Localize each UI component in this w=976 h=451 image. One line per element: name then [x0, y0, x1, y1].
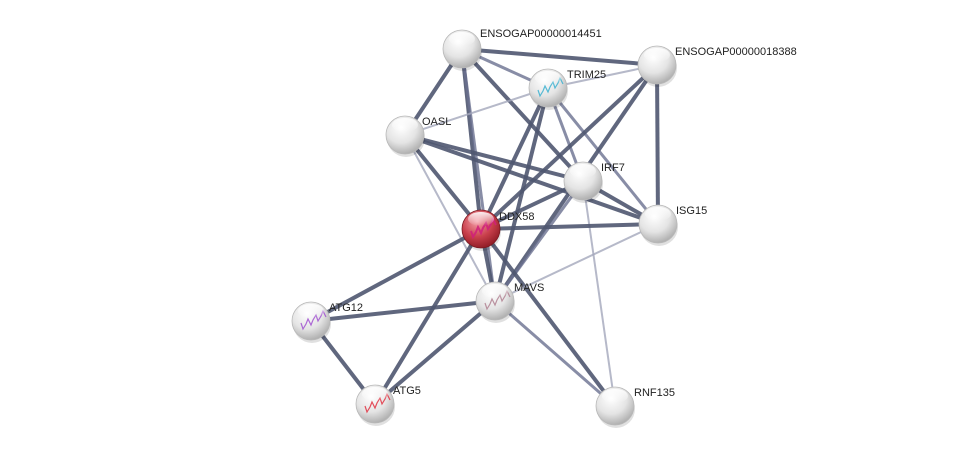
node-label: RNF135 — [634, 387, 675, 399]
node-highlight — [482, 284, 508, 298]
node-atg5[interactable]: ATG5 — [355, 384, 421, 426]
node-isg15[interactable]: ISG15 — [638, 204, 707, 246]
node-label: MAVS — [514, 282, 544, 294]
node-label: ATG12 — [329, 302, 363, 314]
node-oasl[interactable]: OASL — [385, 115, 451, 157]
edge-trim25-oasl[interactable] — [404, 87, 549, 136]
node-label: TRIM25 — [567, 69, 606, 81]
edge-ddx58-rnf135[interactable] — [479, 227, 617, 408]
node-trim25[interactable]: TRIM25 — [528, 68, 606, 110]
node-label: ATG5 — [393, 385, 421, 397]
edge-ensogap00000014451-mavs[interactable] — [460, 48, 497, 302]
edge-ensogap00000014451-irf7[interactable] — [460, 47, 585, 183]
node-highlight — [570, 164, 596, 178]
node-mavs[interactable]: MAVS — [475, 281, 544, 323]
node-label: ENSOGAP00000018388 — [675, 46, 797, 58]
node-highlight — [392, 118, 418, 132]
node-ddx58[interactable]: DDX58 — [461, 209, 534, 251]
edge-trim25-isg15[interactable] — [546, 87, 660, 225]
edge-ddx58-atg5[interactable] — [373, 227, 483, 406]
edge-ddx58-atg12[interactable] — [310, 227, 482, 323]
node-highlight — [449, 32, 475, 46]
edge-oasl-ddx58[interactable] — [403, 133, 483, 231]
node-highlight — [644, 48, 670, 62]
node-highlight — [645, 207, 671, 221]
edge-trim25-mavs[interactable] — [493, 87, 550, 302]
node-highlight — [298, 304, 324, 318]
edge-ddx58-isg15[interactable] — [480, 222, 659, 231]
node-highlight — [468, 212, 494, 226]
node-atg12[interactable]: ATG12 — [291, 301, 363, 343]
edge-trim25-ddx58[interactable] — [479, 87, 550, 230]
node-label: OASL — [422, 116, 451, 128]
edge-irf7-rnf135[interactable] — [582, 180, 616, 407]
node-irf7[interactable]: IRF7 — [563, 161, 625, 203]
node-ensogap00000014451[interactable]: ENSOGAP00000014451 — [442, 28, 602, 71]
edge-mavs-atg12[interactable] — [310, 299, 496, 323]
edge-oasl-mavs[interactable] — [404, 134, 496, 302]
node-highlight — [362, 387, 388, 401]
node-highlight — [535, 71, 561, 85]
edge-irf7-mavs[interactable] — [493, 180, 585, 302]
node-label: ISG15 — [676, 205, 707, 217]
edge-mavs-atg5[interactable] — [373, 299, 497, 406]
node-ensogap00000018388[interactable]: ENSOGAP00000018388 — [637, 45, 797, 87]
node-label: DDX58 — [499, 211, 534, 223]
edge-mavs-isg15[interactable] — [494, 223, 659, 302]
node-label: IRF7 — [601, 162, 625, 174]
node-rnf135[interactable]: RNF135 — [595, 386, 675, 428]
node-label: ENSOGAP00000014451 — [480, 28, 602, 40]
edge-oasl-irf7[interactable] — [404, 133, 584, 183]
edge-ensogap00000018388-isg15[interactable] — [655, 64, 660, 225]
nodes-layer: ENSOGAP00000014451ENSOGAP00000018388TRIM… — [291, 28, 797, 428]
edge-mavs-rnf135[interactable] — [494, 299, 616, 408]
node-highlight — [602, 389, 628, 403]
edge-ensogap00000018388-ddx58[interactable] — [479, 63, 659, 231]
edge-ensogap00000014451-ensogap00000018388[interactable] — [461, 47, 658, 67]
